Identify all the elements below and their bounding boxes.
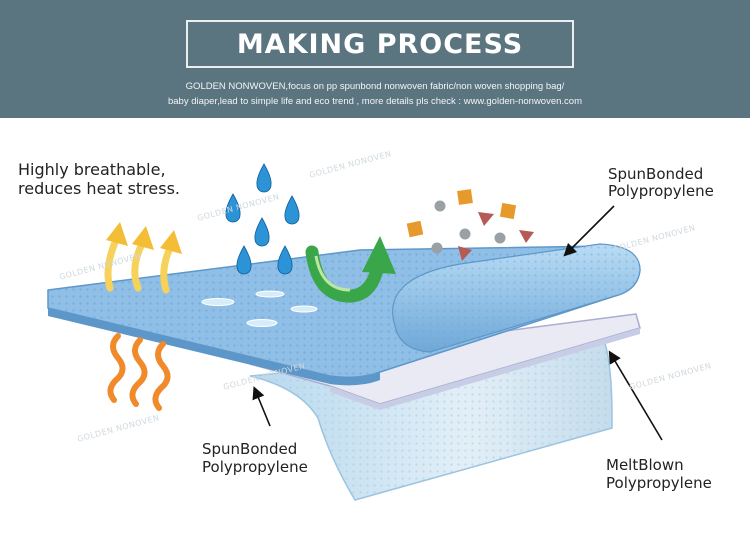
particle-icon bbox=[406, 189, 534, 261]
label-top-spunbond-line-1: SpunBonded bbox=[608, 165, 704, 183]
label-breathable: Highly breathable, reduces heat stress. bbox=[18, 160, 180, 198]
label-top-spunbond: SpunBonded Polypropylene bbox=[608, 166, 714, 200]
water-drop-icon bbox=[225, 163, 300, 275]
label-bottom-spunbond-line-1: SpunBonded bbox=[202, 440, 298, 458]
label-meltblown: MeltBlown Polypropylene bbox=[606, 456, 712, 492]
label-breathable-line-1: Highly breathable, bbox=[18, 160, 166, 179]
header-banner: MAKING PROCESS GOLDEN NONWOVEN,focus on … bbox=[0, 0, 750, 118]
subtitle-line-2: baby diaper,lead to simple life and eco … bbox=[167, 96, 582, 107]
label-bottom-spunbond: SpunBonded Polypropylene bbox=[202, 440, 308, 476]
up-arrow-icon bbox=[104, 236, 174, 294]
pointer-lines bbox=[252, 205, 663, 441]
layer-diagram bbox=[47, 163, 663, 501]
subtitle-line-1: GOLDEN NONWOVEN,focus on pp spunbond non… bbox=[185, 81, 565, 92]
heat-wave-icon bbox=[107, 333, 171, 411]
label-bottom-spunbond-line-2: Polypropylene bbox=[202, 458, 308, 476]
label-meltblown-line-1: MeltBlown bbox=[606, 456, 684, 474]
label-meltblown-line-2: Polypropylene bbox=[606, 474, 712, 492]
title-box: MAKING PROCESS bbox=[186, 20, 574, 68]
green-curved-arrow-icon bbox=[305, 236, 396, 303]
top-spunbond-layer bbox=[47, 243, 641, 386]
label-top-spunbond-line-2: Polypropylene bbox=[608, 182, 714, 200]
label-breathable-line-2: reduces heat stress. bbox=[18, 179, 181, 198]
page-title: MAKING PROCESS bbox=[236, 28, 524, 60]
up-arrow-heads bbox=[106, 222, 182, 254]
